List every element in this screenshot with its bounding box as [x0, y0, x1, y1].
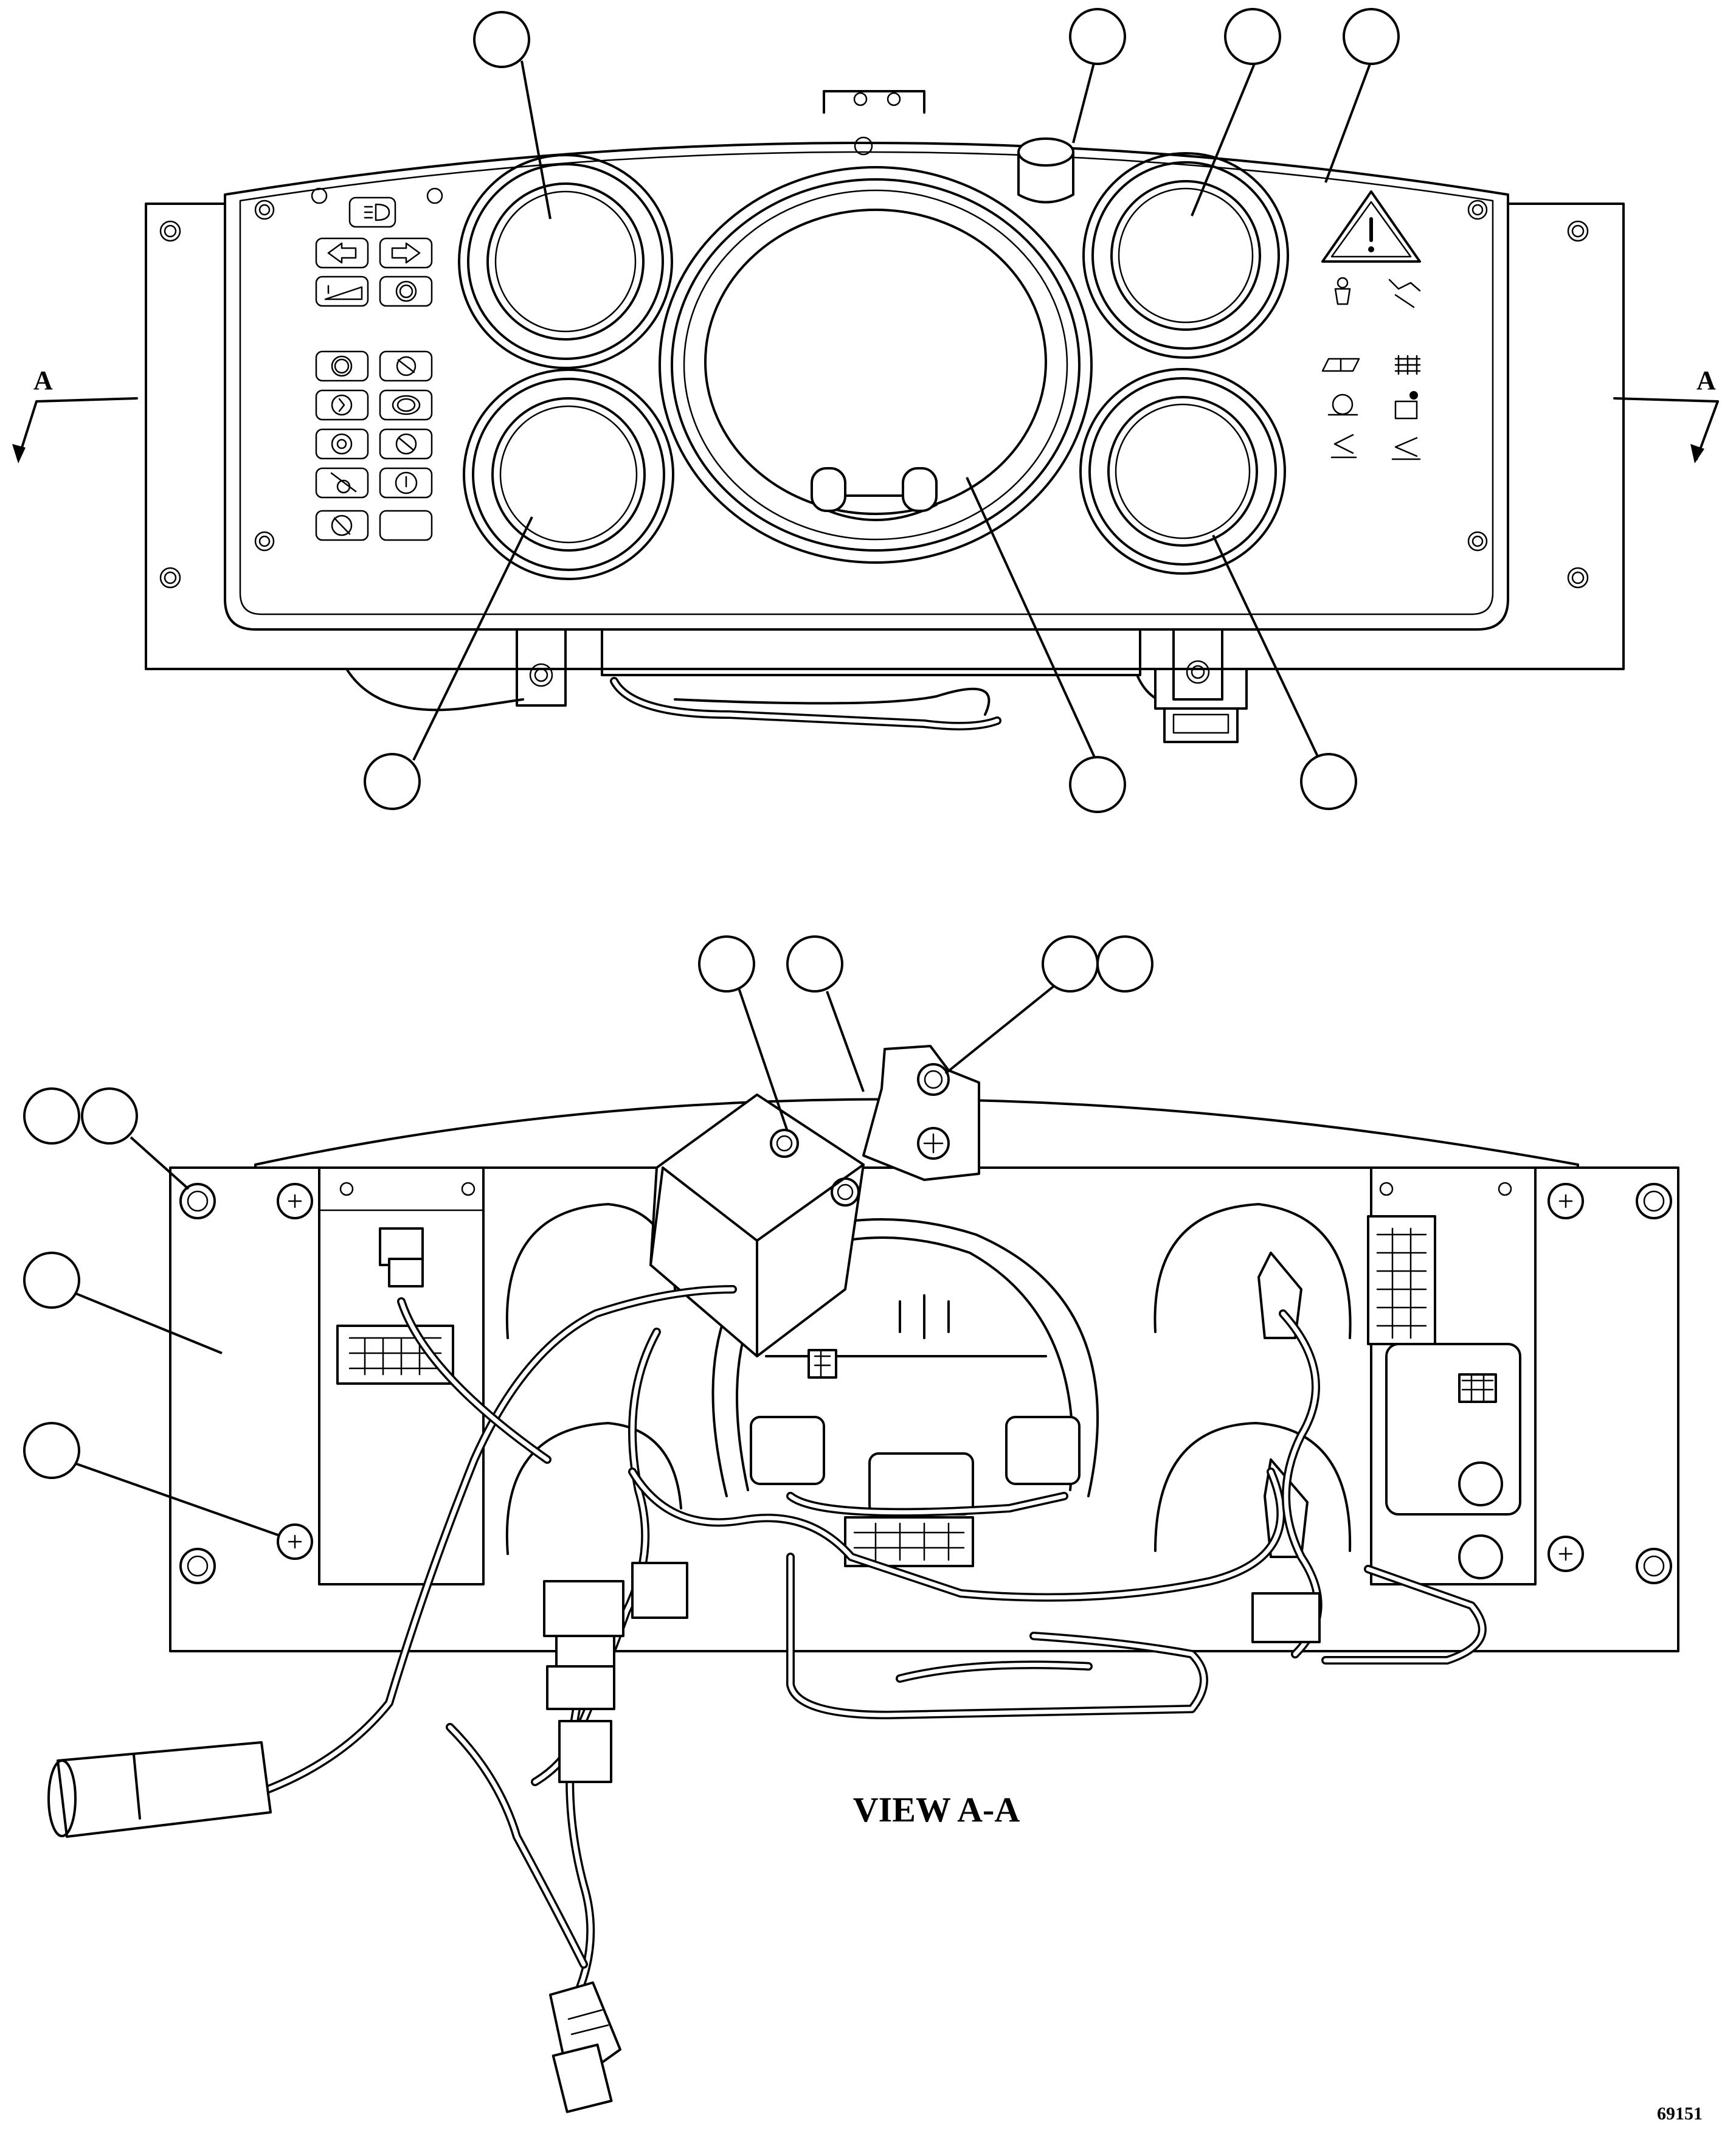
- callout-balloon[interactable]: [1343, 8, 1400, 65]
- service-icon: [1388, 279, 1421, 308]
- temperature-icon: [395, 471, 418, 494]
- gauge-lower-right: [1079, 368, 1286, 575]
- hydraulic-icon: [331, 515, 353, 536]
- callout-balloon[interactable]: [23, 1087, 80, 1145]
- seat-belt-icon: [330, 472, 357, 494]
- figure-number: 69151: [1657, 2104, 1703, 2124]
- fuel-icon: [1394, 391, 1418, 420]
- gauge-lower-left: [463, 369, 674, 580]
- section-label-left: A: [33, 366, 53, 395]
- operator-seat-icon: [1334, 277, 1351, 305]
- gauge-upper-right: [1082, 152, 1289, 359]
- callout-balloon[interactable]: [698, 935, 755, 993]
- callouts-bottom: [23, 935, 1153, 1537]
- callout-balloon[interactable]: [1042, 935, 1099, 993]
- incline-icon: [324, 285, 363, 300]
- battery-icon: [331, 394, 353, 416]
- cluster-front-view: A A: [12, 8, 1719, 813]
- cluster-rear-view: VIEW A-A: [23, 935, 1679, 2113]
- indicator-panel-right: [1321, 190, 1421, 460]
- brake-icon: [392, 395, 421, 415]
- callout-balloon[interactable]: [473, 11, 530, 68]
- callout-balloon[interactable]: [1069, 8, 1126, 65]
- gauge-upper-left: [458, 154, 673, 369]
- callout-balloon[interactable]: [23, 1252, 80, 1309]
- float-icon: [1321, 358, 1360, 372]
- view-title: VIEW A-A: [853, 1790, 1020, 1829]
- lock-icon: [395, 280, 417, 302]
- callout-balloon[interactable]: [1300, 753, 1357, 810]
- left-turn-icon: [327, 242, 357, 264]
- callout-balloon[interactable]: [1224, 8, 1281, 65]
- callout-balloon[interactable]: [1069, 756, 1126, 813]
- callout-balloon[interactable]: [786, 935, 843, 993]
- park-brake-icon: [331, 355, 353, 377]
- gear-icon: [395, 433, 417, 455]
- headlight-icon: [364, 203, 390, 221]
- traction-control-icon: [1327, 393, 1358, 416]
- callouts-top: [364, 8, 1400, 813]
- boom-icon: [1330, 434, 1357, 459]
- section-line-a: A A: [12, 366, 1719, 463]
- bucket-icon: [1391, 437, 1421, 460]
- transmission-icon: [331, 433, 353, 455]
- right-turn-icon: [391, 242, 421, 264]
- callout-balloon[interactable]: [364, 753, 421, 810]
- callout-balloon[interactable]: [81, 1087, 138, 1145]
- buzzer: [1017, 137, 1074, 204]
- engine-warning-icon: [396, 356, 417, 376]
- warning-triangle-icon: [1321, 190, 1421, 263]
- callout-balloon[interactable]: [1096, 935, 1153, 993]
- callout-balloon[interactable]: [23, 1422, 80, 1479]
- heater-icon: [1394, 355, 1421, 375]
- section-label-right: A: [1696, 366, 1716, 395]
- wire-harness: [47, 1285, 1487, 2113]
- mounting-nuts: [179, 1182, 1672, 1584]
- indicator-panel-left: [315, 196, 433, 541]
- gauge-center-display: [659, 166, 1093, 564]
